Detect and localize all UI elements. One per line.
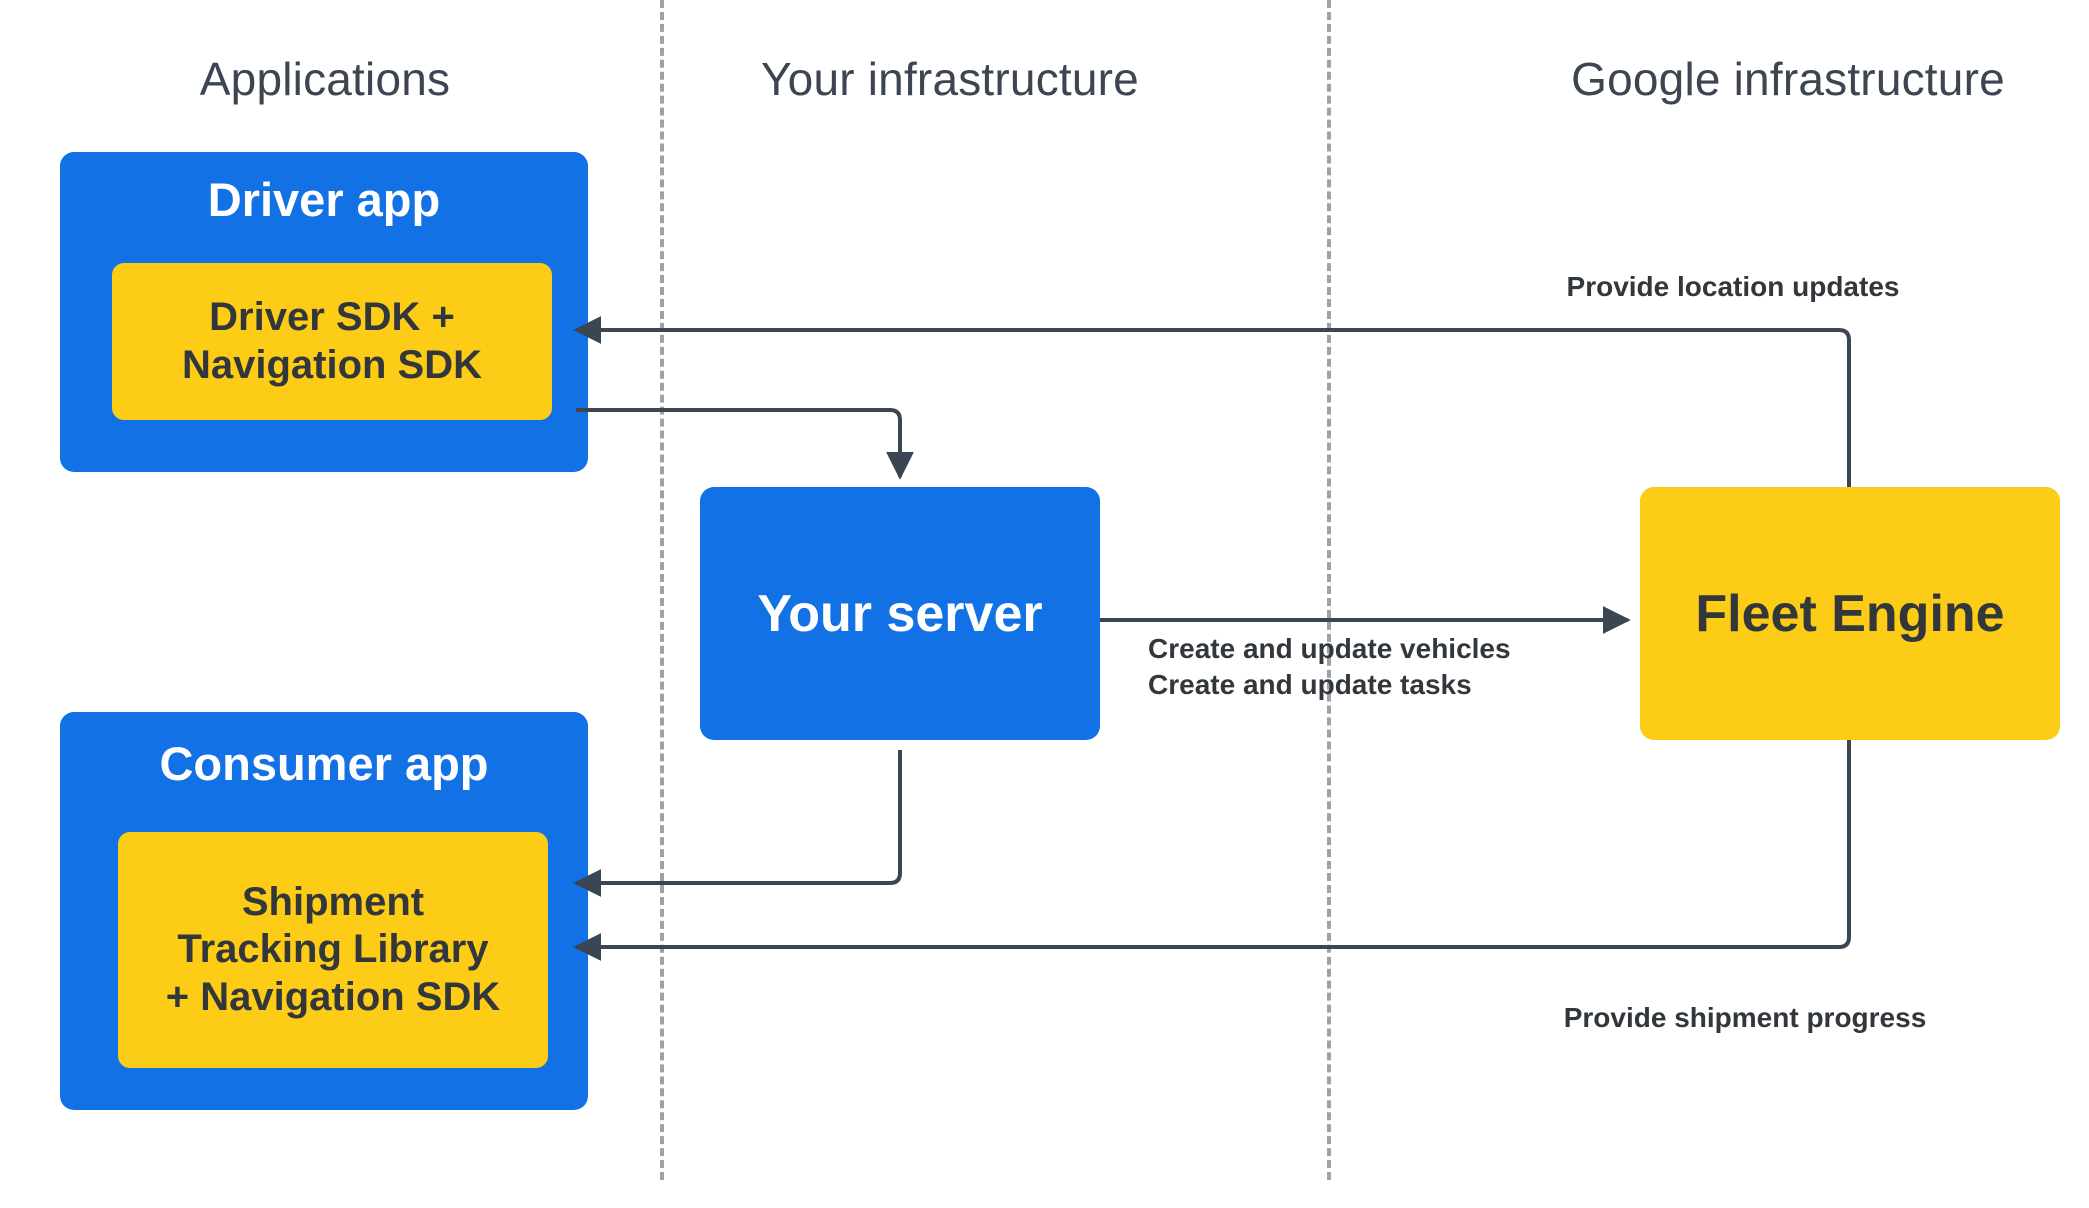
- arrow-driver-app-to-your-server: [576, 408, 914, 480]
- edge-label-create-and-update-line-2: Create and update tasks: [1148, 668, 1472, 700]
- edge-label-provide-location-updates: Provide location updates: [1567, 269, 1900, 305]
- edge-label-provide-shipment-progress-line-1: Provide shipment progress: [1563, 1002, 1927, 1033]
- node-shipment-tracking-library-label: Shipment Tracking Library + Navigation S…: [166, 879, 501, 1021]
- node-shipment-tracking-library[interactable]: Shipment Tracking Library + Navigation S…: [118, 832, 548, 1068]
- edge-label-provide-shipment-progress: Provide shipment progress: [1564, 1000, 1927, 1036]
- node-driver-sdk-line-1: Driver SDK +: [209, 295, 455, 340]
- node-shipment-tracking-library-line-3: + Navigation SDK: [165, 974, 501, 1019]
- edge-label-provide-location-updates-line-1: Provide location updates: [1566, 271, 1900, 302]
- node-driver-sdk-label: Driver SDK + Navigation SDK: [182, 294, 482, 388]
- node-driver-sdk[interactable]: Driver SDK + Navigation SDK: [112, 263, 552, 420]
- node-driver-app-label: Driver app: [207, 173, 441, 226]
- divider-applications-infrastructure: [660, 0, 664, 1180]
- node-shipment-tracking-library-line-2: Tracking Library: [177, 927, 489, 972]
- edge-label-create-and-update-line-1: Create and update vehicles: [1148, 633, 1511, 664]
- edge-label-create-and-update: Create and update vehicles Create and up…: [1148, 631, 1511, 703]
- node-fleet-engine[interactable]: Fleet Engine: [1640, 487, 2060, 740]
- node-your-server-label: Your server: [757, 584, 1043, 643]
- arrow-your-server-to-consumer-app: [573, 750, 902, 897]
- node-consumer-app-label: Consumer app: [159, 737, 489, 790]
- divider-infrastructure-google: [1327, 0, 1331, 1180]
- column-header-applications: Applications: [199, 53, 451, 105]
- node-your-server[interactable]: Your server: [700, 487, 1100, 740]
- column-header-your-infrastructure: Your infrastructure: [761, 53, 1139, 105]
- arrow-fleet-engine-to-driver-sdk: [573, 316, 1851, 487]
- arrow-fleet-engine-to-shipment-tracking-library: [573, 740, 1851, 961]
- column-header-google-infrastructure: Google infrastructure: [1571, 53, 2005, 105]
- node-fleet-engine-label: Fleet Engine: [1695, 584, 2005, 643]
- node-shipment-tracking-library-line-1: Shipment: [241, 880, 425, 925]
- node-driver-sdk-line-2: Navigation SDK: [181, 342, 483, 387]
